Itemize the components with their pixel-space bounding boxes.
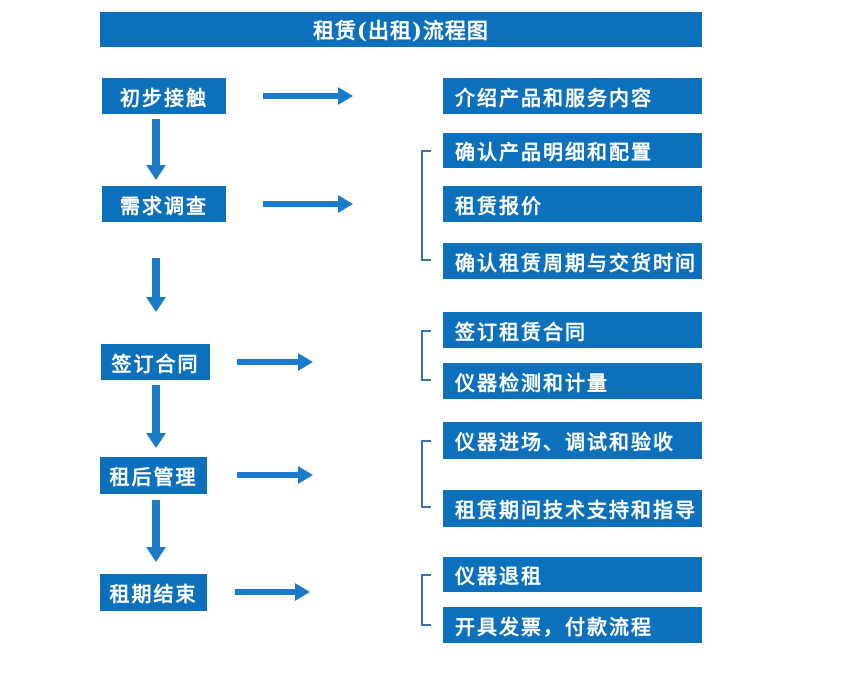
detail-box-instrument-setup-acceptance: 仪器进场、调试和验收 <box>443 422 702 459</box>
detail-box-invoice-payment: 开具发票，付款流程 <box>443 607 702 643</box>
group-bracket-icon <box>421 330 431 381</box>
detail-box-instrument-return: 仪器退租 <box>443 557 702 592</box>
group-bracket-icon <box>421 440 431 508</box>
step-box-post-rental-management: 租后管理 <box>100 457 207 494</box>
arrow-right-icon <box>237 466 313 484</box>
step-box-rental-end: 租期结束 <box>100 574 207 611</box>
group-bracket-icon <box>421 150 431 261</box>
detail-box-rental-quote: 租赁报价 <box>443 186 702 222</box>
step-box-initial-contact: 初步接触 <box>102 78 226 114</box>
detail-box-sign-rental-contract: 签订租赁合同 <box>443 312 702 348</box>
detail-box-tech-support: 租赁期间技术支持和指导 <box>443 490 702 527</box>
arrow-right-icon <box>263 195 353 213</box>
group-bracket-icon <box>421 574 431 626</box>
arrow-right-icon <box>235 583 310 601</box>
detail-box-confirm-product-config: 确认产品明细和配置 <box>443 133 702 168</box>
arrow-down-icon <box>146 119 166 180</box>
arrow-down-icon <box>146 500 166 562</box>
arrow-down-icon <box>146 258 166 312</box>
flowchart-title: 租赁(出租)流程图 <box>100 12 702 47</box>
detail-box-confirm-period-delivery: 确认租赁周期与交货时间 <box>443 243 702 279</box>
step-box-sign-contract: 签订合同 <box>101 344 210 380</box>
detail-box-introduce-products: 介绍产品和服务内容 <box>443 78 702 114</box>
arrow-down-icon <box>146 385 166 448</box>
arrow-right-icon <box>263 87 353 105</box>
detail-box-instrument-testing: 仪器检测和计量 <box>443 363 702 399</box>
step-box-demand-survey: 需求调查 <box>102 186 226 222</box>
arrow-right-icon <box>237 353 313 371</box>
